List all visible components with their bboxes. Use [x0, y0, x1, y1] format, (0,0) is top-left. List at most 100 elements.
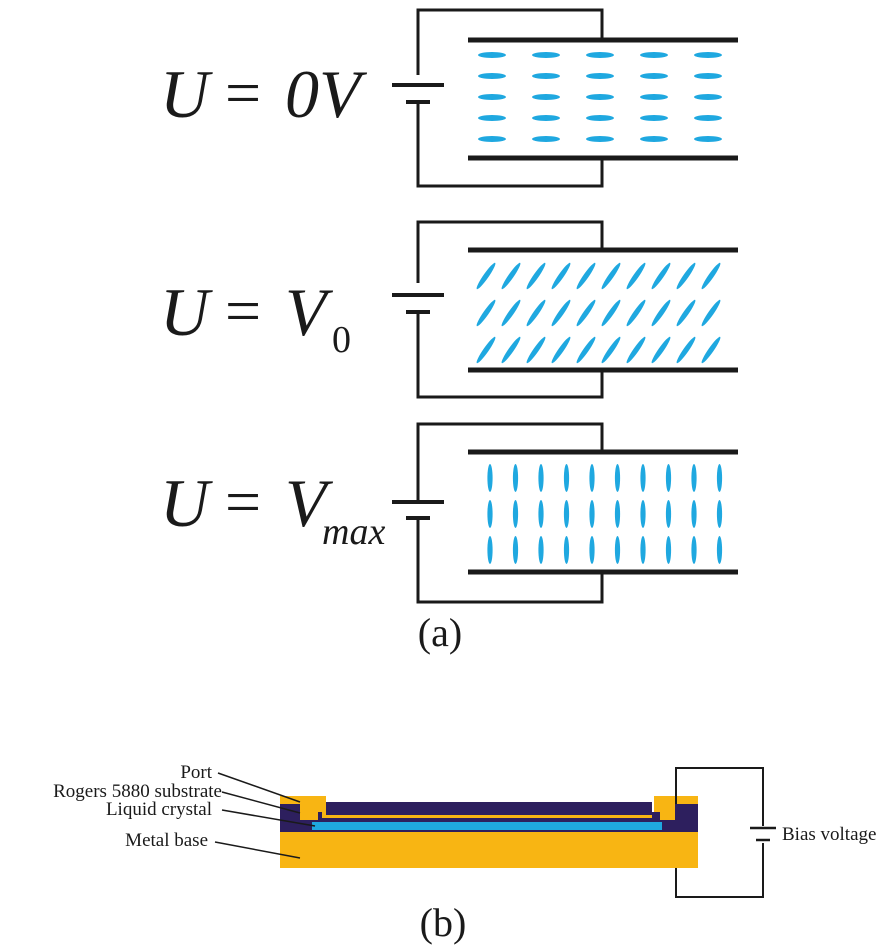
circuit-wire-3 [416, 422, 604, 604]
eq-value-2: V [285, 274, 334, 350]
lc-molecule [478, 94, 506, 100]
lc-molecule [651, 262, 671, 290]
lc-molecule [626, 299, 646, 327]
lc-molecule [538, 464, 544, 492]
eq-subscript-3: max [322, 511, 385, 553]
lc-molecule [694, 73, 722, 79]
lc-molecule [694, 115, 722, 121]
state-max-voltage: U = V max [160, 422, 738, 604]
lc-molecule [563, 464, 570, 492]
lc-molecule [614, 500, 621, 528]
lc-molecule [640, 464, 646, 492]
lc-molecule [716, 536, 723, 564]
lc-molecule [476, 262, 496, 290]
lc-molecule [640, 115, 668, 121]
caption-a: (a) [418, 610, 462, 655]
lc-molecule [586, 115, 614, 121]
circuit-wire-2 [416, 220, 604, 399]
lc-molecule [487, 536, 493, 564]
substrate-top-band [326, 802, 652, 815]
lc-molecule [551, 336, 571, 364]
lc-molecule [563, 536, 570, 564]
lc-molecule [501, 299, 521, 327]
lc-molecule [640, 94, 668, 100]
lc-molecule [532, 73, 560, 79]
lc-molecule [586, 52, 614, 58]
lc-molecule [589, 536, 595, 564]
lc-molecule [640, 136, 668, 142]
lc-molecule [589, 500, 595, 528]
lc-molecule [478, 73, 506, 79]
molecules-horizontal [478, 52, 722, 142]
molecules-tilted [476, 262, 721, 364]
lc-molecule [691, 464, 697, 492]
label-port: Port [180, 762, 212, 783]
lc-molecule [532, 94, 560, 100]
lc-molecule [538, 536, 544, 564]
lc-molecule [701, 336, 721, 364]
leader-liquid-crystal [221, 809, 316, 827]
lc-molecule [676, 262, 696, 290]
label-bias-voltage: Bias voltage [782, 824, 876, 845]
lc-molecule [586, 73, 614, 79]
lc-molecule [701, 262, 721, 290]
lc-molecule [651, 336, 671, 364]
lc-molecule [551, 299, 571, 327]
lc-molecule [665, 464, 672, 492]
circuit-wire-1 [416, 8, 604, 188]
molecules-vertical [487, 464, 723, 564]
eq-var-1: U [160, 56, 213, 132]
lc-molecule [694, 94, 722, 100]
state-threshold-voltage: U = V 0 [160, 220, 738, 399]
lc-molecule [501, 336, 521, 364]
lc-molecule [665, 500, 672, 528]
lc-molecule [487, 500, 493, 528]
lc-molecule [601, 299, 621, 327]
label-liquid-crystal: Liquid crystal [106, 799, 212, 820]
eq-value-3: V [285, 465, 334, 541]
lc-molecule [701, 299, 721, 327]
lc-molecule [586, 94, 614, 100]
lc-molecule [691, 536, 697, 564]
lc-molecule [478, 136, 506, 142]
lc-molecule [694, 136, 722, 142]
eq-sign-2: = [225, 275, 261, 346]
lc-molecule [532, 136, 560, 142]
leader-metal-base [214, 841, 301, 859]
lc-molecule [586, 136, 614, 142]
liquid-crystal-layer [312, 822, 662, 830]
lc-molecule [716, 500, 723, 528]
lc-molecule [716, 464, 723, 492]
eq-sign-3: = [225, 466, 261, 537]
lc-molecule [526, 299, 546, 327]
lc-molecule [532, 115, 560, 121]
panel-b: Port Rogers 5880 substrate Liquid crysta… [53, 762, 876, 945]
lc-molecule [478, 52, 506, 58]
lc-molecule [512, 536, 519, 564]
lc-molecule [694, 52, 722, 58]
leader-port [217, 772, 301, 803]
state-zero-voltage: U = 0V [160, 8, 738, 188]
lc-molecule [532, 52, 560, 58]
lc-molecule [626, 336, 646, 364]
label-substrate: Rogers 5880 substrate [53, 781, 222, 802]
lc-molecule [589, 464, 595, 492]
lc-molecule [576, 299, 596, 327]
panel-a: U = 0V U = V 0 U = V [160, 8, 738, 655]
lc-molecule [640, 536, 646, 564]
lc-molecule [676, 336, 696, 364]
leader-substrate [221, 791, 301, 814]
caption-b: (b) [420, 900, 467, 945]
lc-molecule [614, 464, 621, 492]
lc-molecule [551, 262, 571, 290]
lc-molecule [601, 336, 621, 364]
lc-molecule [626, 262, 646, 290]
lc-molecule [538, 500, 544, 528]
lc-molecule [665, 536, 672, 564]
lc-molecule [512, 500, 519, 528]
lc-molecule [691, 500, 697, 528]
eq-var-3: U [160, 465, 213, 541]
lc-molecule [501, 262, 521, 290]
lc-molecule [476, 336, 496, 364]
